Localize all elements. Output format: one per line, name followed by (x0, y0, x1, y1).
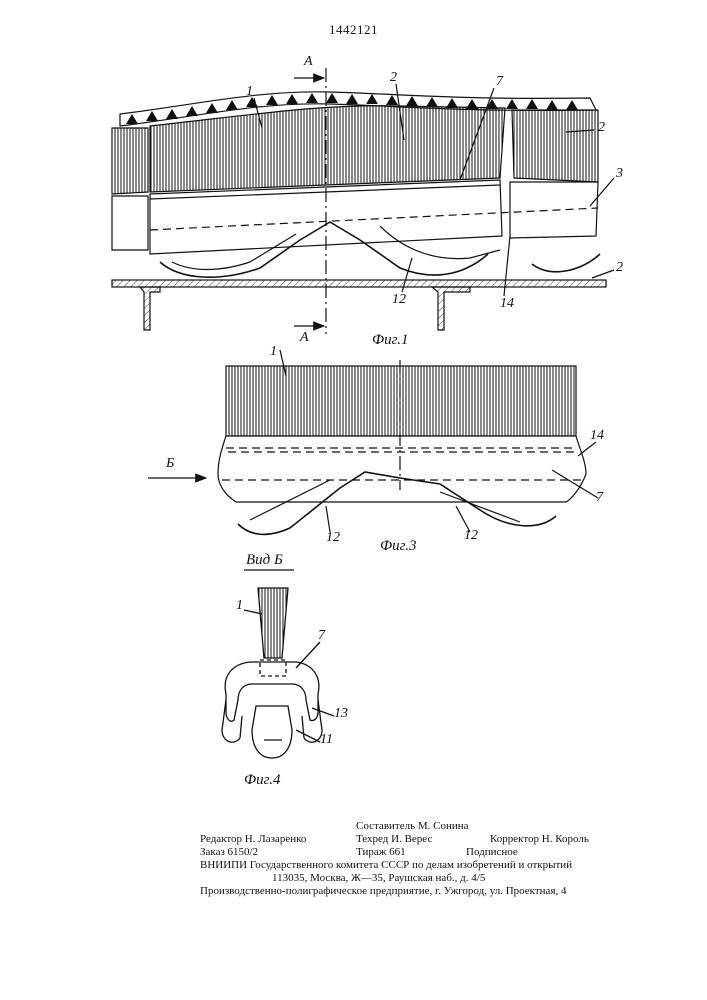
bracket-right (432, 287, 470, 330)
figure-1 (112, 68, 614, 334)
label-1: 1 (236, 598, 243, 614)
bracket-left (140, 287, 160, 330)
view-arrow-label: Б (166, 456, 174, 472)
printer: Производственно-полиграфическое предприя… (200, 885, 567, 898)
spring-12-d (532, 254, 600, 272)
editor: Редактор Н. Лазаренко (200, 833, 306, 846)
label-2: 2 (616, 260, 623, 276)
label-13: 13 (334, 706, 348, 722)
label-1: 1 (246, 84, 253, 100)
holder-body (218, 436, 586, 502)
brush-block-right (512, 110, 598, 182)
label-7: 7 (496, 74, 503, 90)
label-2: 2 (390, 70, 397, 86)
address: 113035, Москва, Ж—35, Раушская наб., д. … (272, 872, 485, 885)
caption-fig-4: Фиг.4 (244, 772, 280, 789)
insert-11 (252, 706, 292, 758)
brush-block-main (150, 106, 505, 192)
compiler: Составитель М. Сонина (356, 820, 469, 833)
caption-fig-1: Фиг.1 (372, 332, 408, 349)
brush-block (226, 366, 576, 436)
label-12: 12 (392, 292, 406, 308)
section-marker-bottom: А (300, 330, 309, 346)
label-14: 14 (500, 296, 514, 312)
view-title: Вид Б (246, 552, 283, 569)
figure-3 (148, 350, 598, 534)
subscription: Подписное (466, 846, 518, 859)
label-7: 7 (318, 628, 325, 644)
institute: ВНИИПИ Государственного комитета СССР по… (200, 859, 572, 872)
label-12: 12 (326, 530, 340, 546)
caption-fig-3: Фиг.3 (380, 538, 416, 555)
label-7: 7 (596, 490, 603, 506)
label-11: 11 (320, 732, 333, 748)
holder-body-left (112, 196, 148, 250)
label-1: 1 (270, 344, 277, 360)
label-12: 12 (464, 528, 478, 544)
label-2: 2 (598, 120, 605, 136)
brush-block-left (112, 128, 148, 194)
section-marker-top: А (304, 54, 313, 70)
order: Заказ 6150/2 (200, 846, 258, 859)
base-plate (112, 280, 606, 287)
brush-profile (258, 588, 288, 658)
label-3: 3 (616, 166, 623, 182)
techred: Техред И. Верес (356, 833, 432, 846)
circulation: Тираж 661 (356, 846, 406, 859)
label-14: 14 (590, 428, 604, 444)
corrector: Корректор Н. Король (490, 833, 589, 846)
